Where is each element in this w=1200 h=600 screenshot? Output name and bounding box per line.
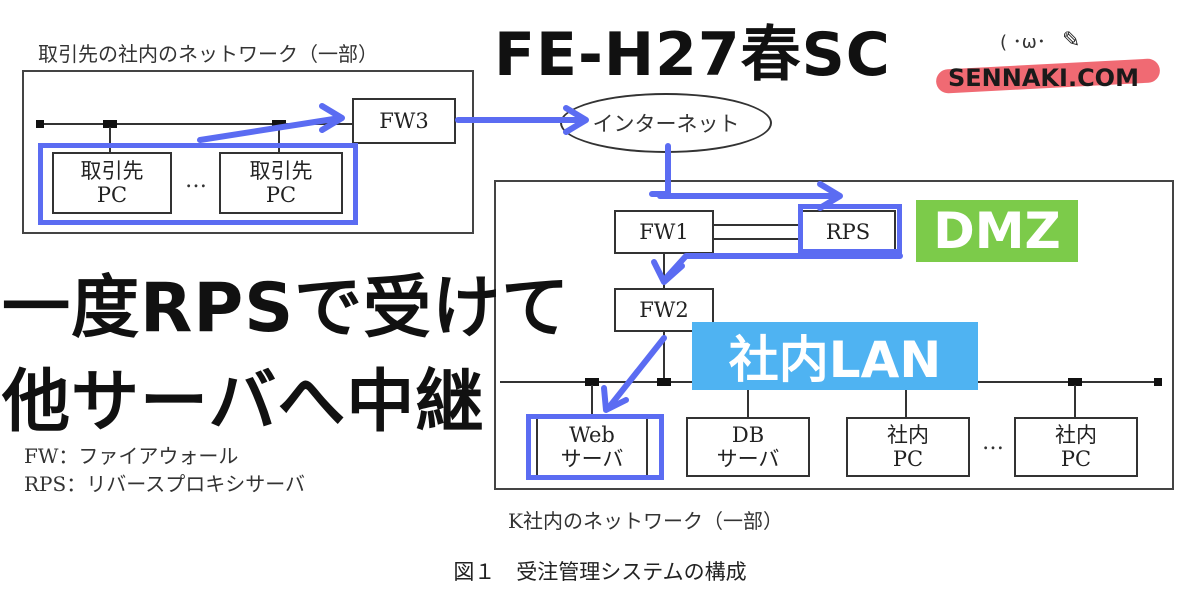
lan-tag: 社内LAN [692, 322, 978, 390]
fw1-fw2-link [663, 254, 665, 288]
k-web-drop [591, 385, 593, 417]
partner-lan-node-2 [272, 120, 286, 128]
k-lan-node-web [585, 378, 599, 386]
partner-pc2-drop [278, 127, 280, 153]
arrow-rps-to-fw2 [663, 253, 903, 281]
arrow-pc-to-fw3-head [319, 103, 345, 133]
headline-line-2: 他サーバへ中継 [2, 363, 485, 442]
db-server-line2: サーバ [716, 447, 780, 471]
k-pc-2-line1: 社内 [1055, 422, 1097, 447]
arrow-fw2-to-web-head [601, 385, 629, 413]
rps-label: RPS [825, 219, 871, 244]
arrow-internet-to-fw1 [649, 143, 671, 197]
fw1-box: FW1 [614, 210, 714, 254]
partner-network-label: 取引先の社内のネットワーク（一部） [38, 42, 378, 66]
k-db-drop [747, 385, 749, 417]
internet-label: インターネット [592, 112, 740, 136]
partner-network-frame [22, 70, 474, 234]
k-ellipsis: … [982, 430, 1004, 455]
k-pc-1-line1: 社内 [887, 422, 929, 447]
fw1-label: FW1 [639, 219, 689, 244]
k-pc1-drop [905, 385, 907, 417]
web-server-line2: サーバ [560, 447, 624, 471]
db-server-box: DB サーバ [686, 417, 810, 477]
page-title: FE-H27春SC [494, 20, 891, 90]
partner-lan-node-1 [103, 120, 117, 128]
fw2-label: FW2 [639, 297, 689, 322]
legend-rps: RPS：リバースプロキシサーバ [24, 472, 306, 496]
web-server-highlight [526, 414, 664, 480]
headline-line-1: 一度RPSで受けて [2, 269, 571, 348]
k-lan-node-fw2 [657, 378, 671, 386]
partner-pc-highlight [38, 143, 358, 225]
fw3-label: FW3 [379, 108, 429, 133]
fw1-rps-link-top [714, 224, 800, 226]
k-lan-node-pc [1068, 378, 1082, 386]
k-network-frame [494, 180, 1174, 490]
arrow-pc-to-fw3 [197, 115, 343, 143]
brand-logo: ( ･ω･ ✎ SENNAKI.COM [932, 28, 1172, 100]
figure-caption: 図１ 受注管理システムの構成 [453, 560, 747, 584]
brand-face: ( ･ω･ [1000, 32, 1046, 53]
db-server-line1: DB [731, 422, 765, 447]
arrow-fw2-to-web [607, 335, 667, 409]
k-lan-end [1154, 378, 1162, 386]
pencil-icon: ✎ [1062, 28, 1081, 53]
k-pc-2: 社内 PC [1014, 417, 1138, 477]
fw2-lan-link [663, 332, 665, 382]
partner-pc-1: 取引先 PC [52, 152, 172, 214]
arrow-rps-to-fw2-head [651, 259, 685, 285]
fw1-rps-link-bottom [714, 238, 800, 240]
k-pc2-drop [1074, 385, 1076, 417]
fw3-box: FW3 [352, 98, 456, 144]
web-server-box: Web サーバ [536, 417, 648, 477]
k-pc-1-line2: PC [892, 447, 924, 471]
partner-pc-1-line1: 取引先 [80, 158, 144, 183]
partner-pc-1-line2: PC [96, 183, 128, 207]
dmz-tag: DMZ [916, 200, 1078, 262]
partner-pc-2-line1: 取引先 [249, 158, 313, 183]
partner-lan-line [40, 123, 352, 125]
k-network-label: K社内のネットワーク（一部） [508, 509, 783, 533]
web-server-line1: Web [569, 422, 615, 447]
arrow-fw1-to-rps-head [817, 181, 843, 211]
rps-highlight [798, 204, 902, 254]
brand-site: SENNAKI.COM [948, 64, 1139, 92]
k-pc-1: 社内 PC [846, 417, 970, 477]
legend-fw: FW：ファイアウォール [24, 444, 239, 468]
partner-pc-2-line2: PC [265, 183, 297, 207]
arrow-fw3-to-internet-head [563, 105, 589, 135]
partner-pc-2: 取引先 PC [219, 152, 343, 214]
partner-pc1-drop [109, 127, 111, 153]
partner-lan-end [36, 120, 44, 128]
partner-ellipsis: … [185, 168, 207, 193]
k-pc-2-line2: PC [1060, 447, 1092, 471]
